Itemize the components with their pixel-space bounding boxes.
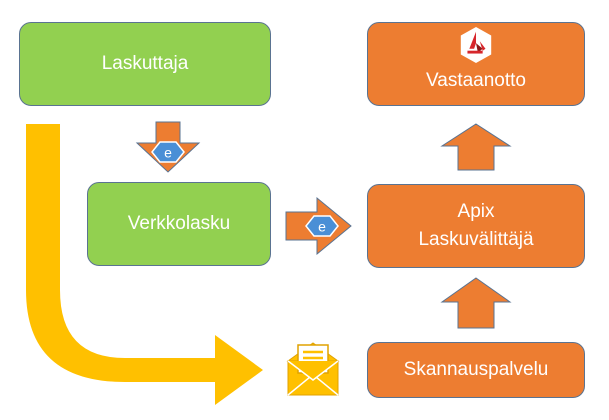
node-vastaanotto-label: Vastaanotto — [425, 70, 526, 91]
node-verkkolasku-label: Verkkolasku — [127, 213, 231, 234]
node-apix-label-line1: Apix — [457, 201, 495, 222]
up-arrow-to-vastaanotto — [440, 123, 512, 171]
node-verkkolasku: Verkkolasku — [87, 182, 271, 266]
node-skannauspalvelu: Skannauspalvelu — [367, 342, 585, 398]
einvoice-badge-middle-label: e — [318, 219, 326, 235]
node-laskuttaja: Laskuttaja — [19, 22, 271, 106]
envelope-document-icon — [286, 342, 340, 396]
up-arrow-to-apix — [440, 277, 512, 329]
node-apix-label-line2: Laskuvälittäjä — [418, 229, 534, 250]
recipient-logo-icon — [460, 26, 492, 64]
node-vastaanotto: Vastaanotto — [367, 22, 585, 106]
node-apix: Apix Laskuvälittäjä — [367, 184, 585, 268]
node-skannauspalvelu-label: Skannauspalvelu — [403, 359, 549, 380]
einvoice-badge-top: e — [151, 141, 185, 163]
einvoice-badge-top-label: e — [164, 145, 172, 161]
node-laskuttaja-label: Laskuttaja — [101, 53, 189, 74]
paper-flow-arrow — [26, 124, 263, 405]
einvoice-badge-middle: e — [305, 215, 339, 237]
